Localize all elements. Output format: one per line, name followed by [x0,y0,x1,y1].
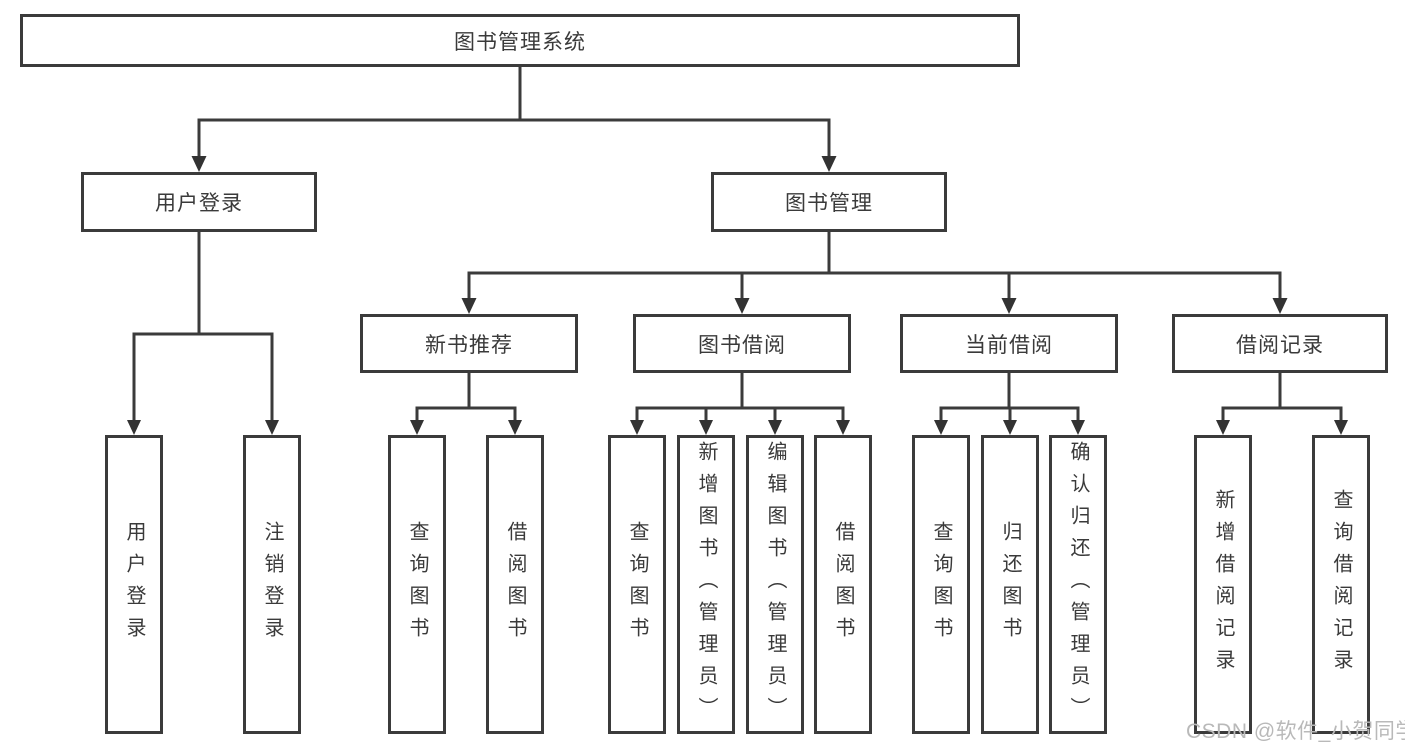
leaf-query-borrow-record: 查询借阅记录 [1312,435,1370,734]
leaf-confirm-return-admin: 确认归还（管理员） [1049,435,1107,734]
leaf-borrow-books-borrow: 借阅图书 [814,435,872,734]
node-new-book-rec-label: 新书推荐 [425,333,513,357]
node-book-mgmt-label: 图书管理 [785,192,873,215]
leaf-add-book-admin: 新增图书（管理员） [677,435,735,734]
leaf-edit-book-admin: 编辑图书（管理员） [746,435,804,734]
connector-user-login-children [127,232,279,435]
leaf-query-books-current-label: 查询图书 [930,520,952,649]
connector-current-borrow-children [934,373,1085,435]
node-current-borrow-label: 当前借阅 [965,333,1053,357]
connector-book-borrow-children [630,373,850,435]
connector-root-to-level2 [191,67,837,172]
leaf-query-borrow-record-label: 查询借阅记录 [1330,488,1352,681]
node-user-login: 用户登录 [81,172,317,232]
connector-borrow-records-children [1216,373,1348,435]
leaf-query-books-rec: 查询图书 [388,435,446,734]
node-root: 图书管理系统 [20,14,1020,67]
leaf-query-books-rec-label: 查询图书 [406,520,428,649]
leaf-logout: 注销登录 [243,435,301,734]
leaf-borrow-books-borrow-label: 借阅图书 [832,520,854,649]
leaf-query-books-borrow: 查询图书 [608,435,666,734]
leaf-query-books-borrow-label: 查询图书 [626,520,648,649]
node-book-borrow-label: 图书借阅 [698,333,786,357]
node-book-mgmt: 图书管理 [711,172,947,232]
leaf-user-login: 用户登录 [105,435,163,734]
node-user-login-label: 用户登录 [155,192,243,215]
leaf-confirm-return-admin-label: 确认归还（管理员） [1067,440,1089,729]
leaf-return-books: 归还图书 [981,435,1039,734]
node-root-label: 图书管理系统 [454,30,586,54]
leaf-user-login-label: 用户登录 [123,520,145,649]
node-borrow-records-label: 借阅记录 [1236,333,1324,357]
node-book-borrow: 图书借阅 [633,314,851,373]
leaf-borrow-books-rec: 借阅图书 [486,435,544,734]
leaf-return-books-label: 归还图书 [999,520,1021,649]
leaf-edit-book-admin-label: 编辑图书（管理员） [764,440,786,729]
node-current-borrow: 当前借阅 [900,314,1118,373]
node-new-book-rec: 新书推荐 [360,314,578,373]
leaf-query-books-current: 查询图书 [912,435,970,734]
leaf-add-borrow-record: 新增借阅记录 [1194,435,1252,734]
leaf-borrow-books-rec-label: 借阅图书 [504,520,526,649]
node-borrow-records: 借阅记录 [1172,314,1388,373]
leaf-add-borrow-record-label: 新增借阅记录 [1212,488,1234,681]
connector-book-mgmt-children [461,232,1288,314]
csdn-watermark: CSDN @软件_小贺同学 [1186,720,1405,743]
leaf-add-book-admin-label: 新增图书（管理员） [695,440,717,729]
connector-new-book-rec-children [410,373,522,435]
leaf-logout-label: 注销登录 [261,520,283,649]
